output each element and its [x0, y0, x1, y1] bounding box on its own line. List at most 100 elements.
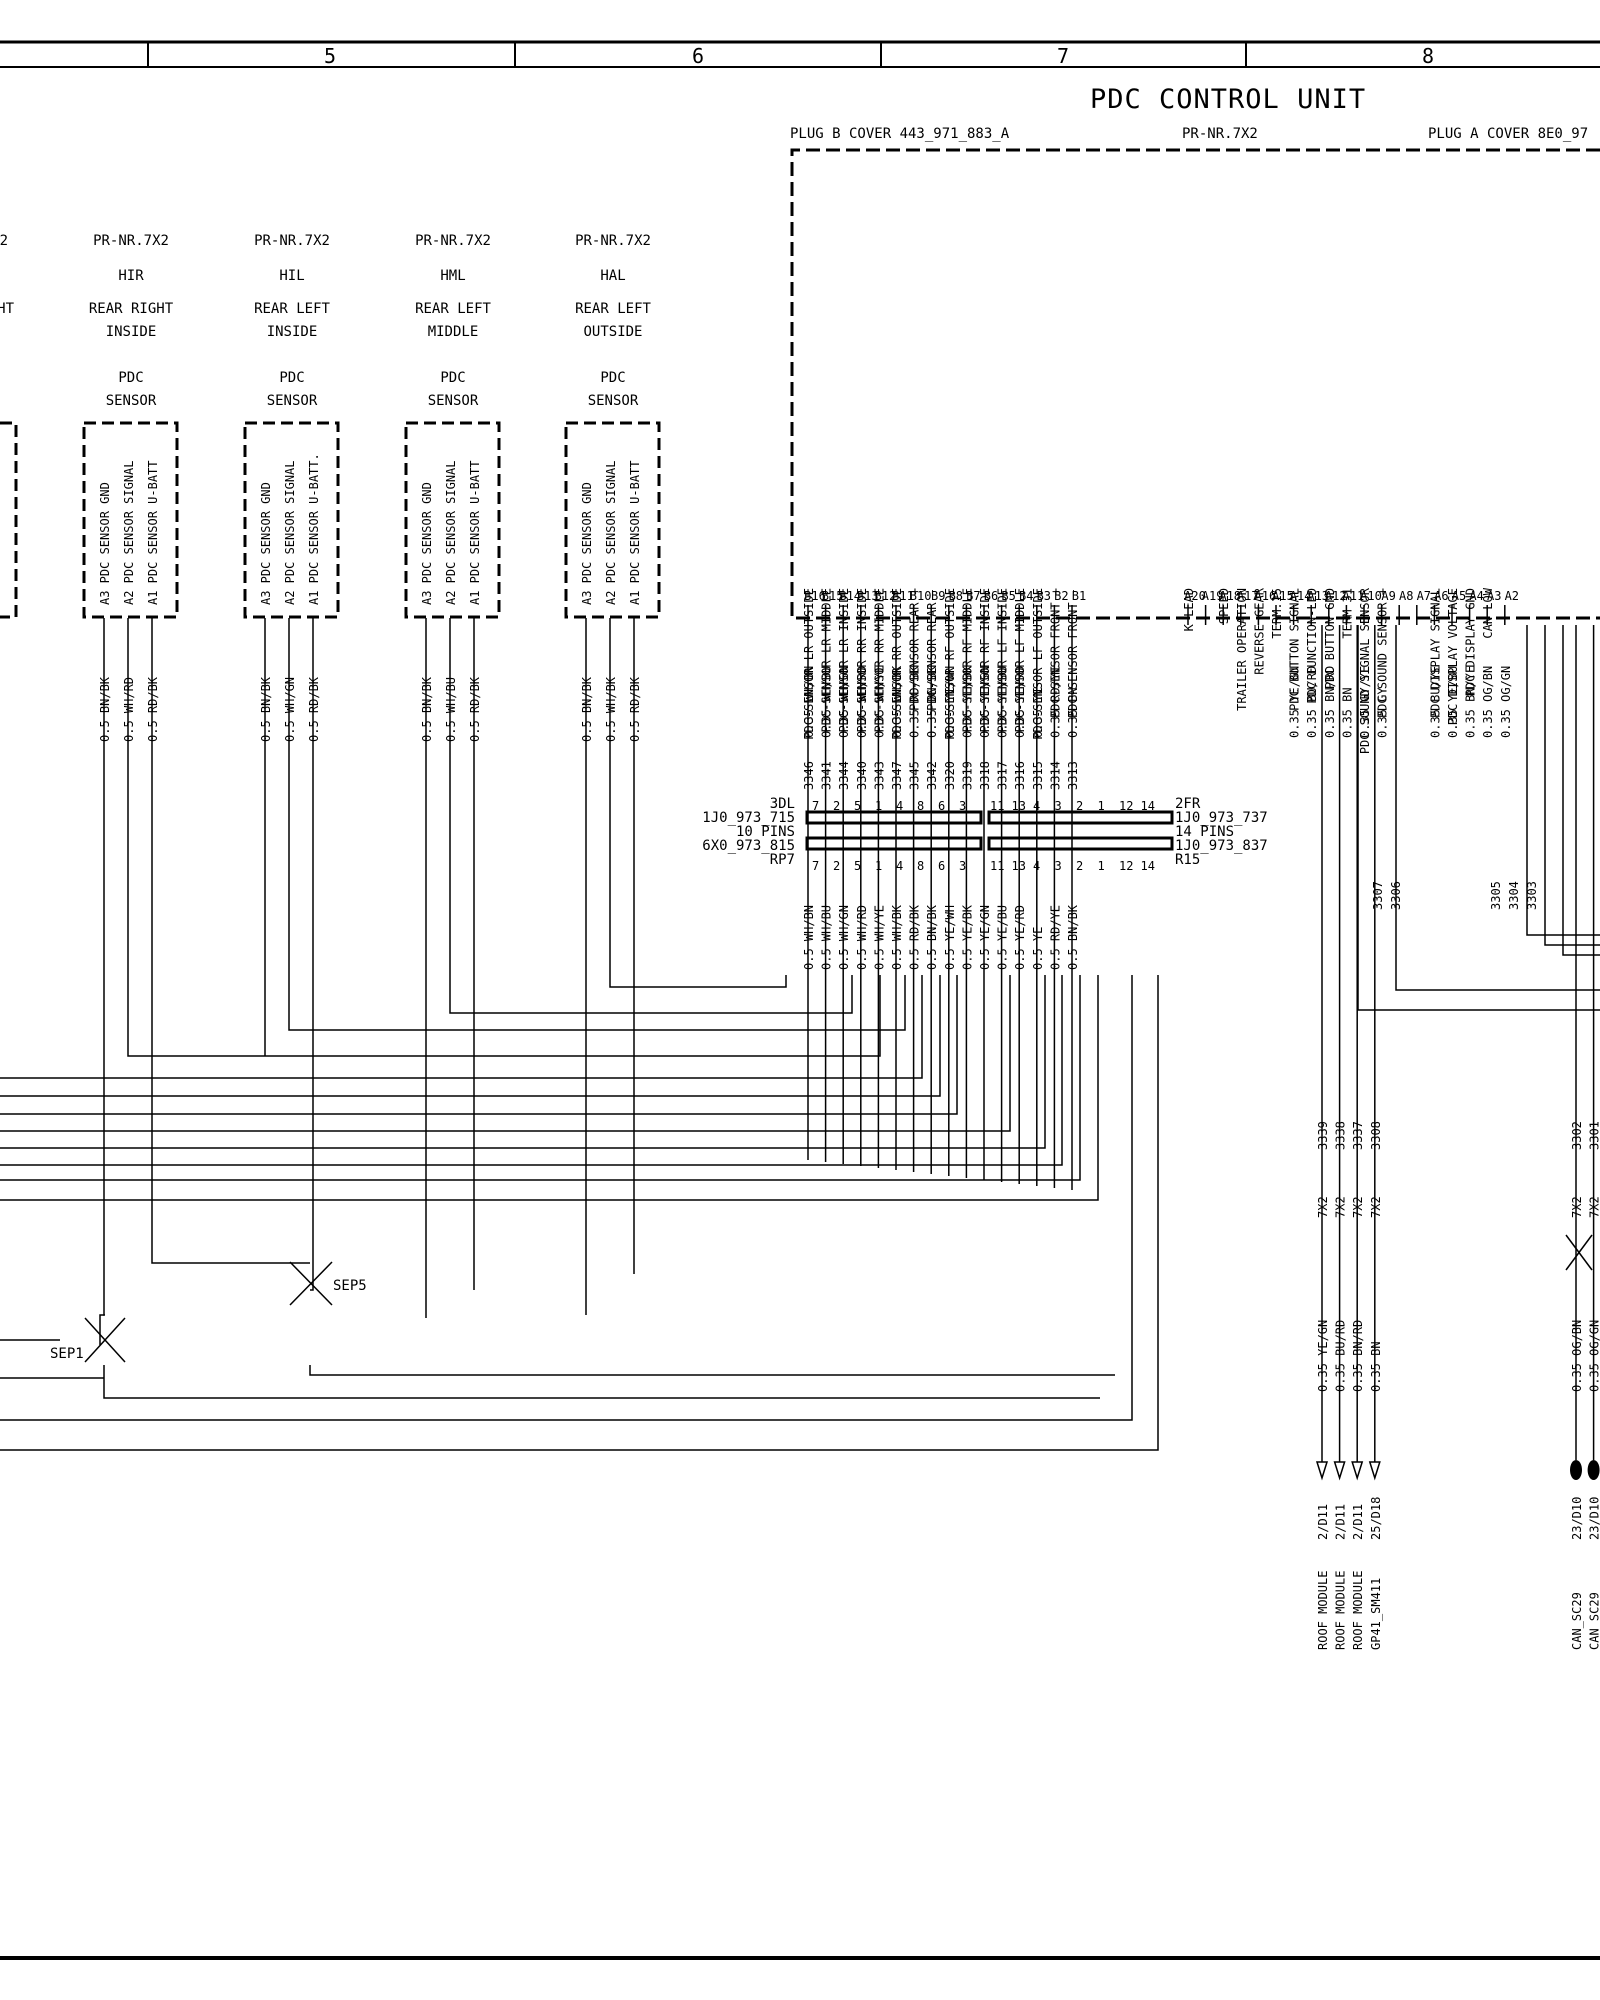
sensor-type-label: SENSOR: [106, 393, 157, 409]
sensor-type-label: SENSOR: [428, 393, 479, 409]
connector-pin-number: 2: [1076, 859, 1083, 873]
sensor-outline: [564, 421, 661, 619]
sensor-outline-partial: [0, 421, 18, 619]
connector-pin-number: 5: [854, 859, 861, 873]
wire-label: 0.35 BN: [1369, 1341, 1383, 1392]
zone-label: 6: [692, 44, 704, 68]
sensor-position-label: INSIDE: [106, 324, 157, 340]
ref-label: 2/D11: [1316, 1504, 1330, 1540]
cu-circuit-label: 3313: [1066, 761, 1080, 790]
sensor-pr-label: PR-NR.7X2: [254, 233, 330, 249]
connector-pin-number: 14: [1141, 799, 1155, 813]
harness-wire-label: 0.5 WH/BU: [820, 905, 834, 970]
cu-pin-label: A20: [1184, 589, 1206, 603]
sensor-wire-label: 0.5 RD/BK: [628, 676, 642, 742]
cu-pin-label: B15: [822, 589, 844, 603]
ref-label: 23/D10: [1570, 1497, 1584, 1540]
wire-label: 0.35 OG/BN: [1570, 1320, 1584, 1392]
cu-pin-label: A7: [1417, 589, 1431, 603]
connector-r15-body: [987, 836, 1174, 851]
harness-line: [0, 975, 1046, 1149]
destination-label: ROOF MODULE: [1334, 1571, 1348, 1650]
connector-pin-number: 4: [896, 799, 903, 813]
cu-wire-label: 0.35 BN: [1066, 687, 1080, 738]
cu-pin-function: CAN LOW: [1481, 587, 1495, 638]
sensor-pr-label: PR-NR.7X2: [93, 233, 169, 249]
connector-pin-number: 12: [1119, 799, 1133, 813]
cu-pin-function: PDC-SENSOR LF MIDDLE: [1013, 588, 1027, 733]
harness-wire-label: 0.5 YE/RD: [1013, 905, 1027, 970]
wire: [1544, 625, 1600, 946]
connector-pin-number: 3: [1055, 799, 1062, 813]
sensor-pr-label: PR-NR.7X2: [415, 233, 491, 249]
connector-pin-number: 4: [1033, 859, 1040, 873]
wire: [309, 1365, 1115, 1376]
circuit-label: 3308: [1369, 1121, 1383, 1150]
sensor-pin-label: A1 PDC SENSOR U-BATT: [146, 461, 160, 606]
wire-terminal: [1570, 1460, 1582, 1480]
connector-pins: 14 PINS: [1175, 824, 1234, 840]
harness-line: [0, 975, 1099, 1201]
cu-pin-label: B2: [1054, 589, 1068, 603]
wire: [1357, 625, 1600, 1011]
cu-wire-label: 0.35 YE: [1031, 687, 1045, 738]
cu-pin-label: B10: [910, 589, 932, 603]
cu-pin-function: K LEAD: [1182, 588, 1196, 631]
connector-part: 1J0_973_715: [702, 810, 795, 826]
zone-label: 7: [1057, 44, 1069, 68]
harness-wire-label: 0.5 YE/BU: [996, 905, 1010, 970]
connector-pin-number: 11: [990, 799, 1004, 813]
sensor-position-label: MIDDLE: [428, 324, 479, 340]
connector-name: 3DL: [770, 796, 795, 812]
pr-label: 7X2: [1334, 1196, 1348, 1218]
cu-wire-label: 0.35 YE/RD: [1013, 666, 1027, 738]
cu-pin-function: PDC SOUND SENSOR +: [1376, 588, 1390, 718]
cu-pin-function: PDC-SENSOR LR OUTSIDE: [802, 588, 816, 740]
cu-wire-label: 0.35 WH/RD: [855, 666, 869, 738]
cu-pin-function: PDC BUTTON SIGNAL: [1288, 588, 1302, 711]
cu-circuit-label: 3346: [802, 761, 816, 790]
splice-cross: [289, 1261, 333, 1306]
cu-pin-label: B4: [1019, 589, 1033, 603]
cu-pin-label: A14: [1290, 589, 1312, 603]
sensor-position-label: HT: [0, 301, 15, 317]
zone-label: 5: [324, 44, 336, 68]
harness-line: [0, 975, 1063, 1166]
connector-pins: 10 PINS: [736, 824, 795, 840]
connector-pin-number: 7: [812, 799, 819, 813]
harness-line: [0, 975, 1081, 1181]
connector-pin-number: 1: [1098, 799, 1105, 813]
cu-pin-function: PDC-SENSOR FRONT -: [1066, 588, 1080, 718]
sensor-wire-label: 0.5 RD/BK: [468, 676, 482, 742]
cu-circuit-label: 3316: [1013, 761, 1027, 790]
sensor-outline: [243, 421, 340, 619]
wire: [449, 618, 853, 1014]
cu-circuit-label: 3340: [855, 761, 869, 790]
cu-circuit-label: 3320: [943, 761, 957, 790]
plug-a-label: PLUG A COVER 8E0_97: [1428, 126, 1588, 142]
sensor-type-label: PDC: [440, 370, 465, 386]
wire: [609, 618, 787, 988]
cu-pin-function: TERM.15: [1270, 588, 1284, 639]
cu-pin-label: A15: [1272, 589, 1294, 603]
destination-label: CAN_SC29: [1588, 1592, 1600, 1650]
cu-circuit-label: 3344: [837, 761, 851, 790]
cu-pin-label: A2: [1505, 589, 1519, 603]
cu-pin-label: B3: [1037, 589, 1051, 603]
cu-wire-label: 0.35 YE/BU: [1446, 666, 1460, 738]
cu-wire-label: 0.35 BN: [1340, 687, 1354, 738]
destination-label: ROOF MODULE: [1351, 1571, 1365, 1650]
cu-wire-label: 0.35 WH/GN: [837, 666, 851, 738]
control-unit-outline: [790, 148, 1600, 620]
wire-terminal-arrow: [1351, 1461, 1364, 1481]
wire: [1562, 625, 1600, 956]
connector-pin-number: 5: [854, 799, 861, 813]
cu-pin-label: A5: [1452, 589, 1466, 603]
sensor-wire-label: 0.5 BN/BK: [420, 676, 434, 742]
pr-label: 7X2: [1588, 1196, 1600, 1218]
cu-circuit-label: 3342: [925, 761, 939, 790]
sensor-outline: [82, 421, 179, 619]
sensor-pin-label: A3 PDC SENSOR GND: [259, 482, 273, 605]
wire: [288, 618, 906, 1031]
